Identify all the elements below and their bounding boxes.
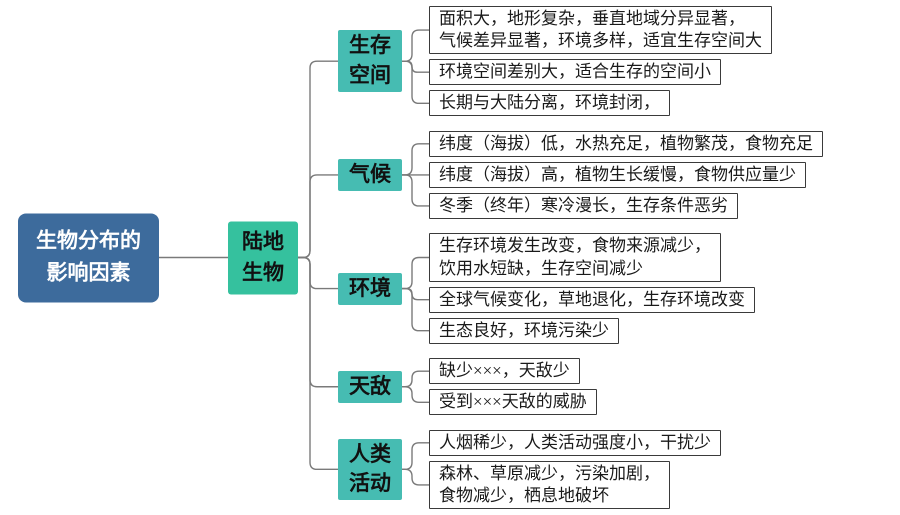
leaf-text-line: 缺少×××，天敌少 <box>439 361 570 381</box>
root-node-label-line: 生物分布的 <box>36 228 141 252</box>
branch-group-5: 人类活动人烟稀少，人类活动强度小，干扰少森林、草原减少，污染加剧，食物减少，栖息… <box>338 429 823 509</box>
branch-group-3: 环境 生存环境发生改变，食物来源减少，饮用水短缺，生存空间减少全球气候变化，草地退… <box>338 233 823 344</box>
branch-node-label-line: 活动 <box>349 471 391 496</box>
leaf-text-line: 纬度（海拔）高，植物生长缓慢，食物供应量少 <box>439 164 796 184</box>
branch-node-label-line: 生存 <box>349 33 391 58</box>
leaf-node: 生态良好，环境污染少 <box>429 317 619 344</box>
leaf-list: 缺少×××，天敌少受到×××天敌的威胁 <box>429 358 597 416</box>
branches-column: 生存空间 面积大，地形复杂，垂直地域分异显著， 气候差异显著，环境多样，适宜生存空间… <box>338 6 823 509</box>
leaf-text-line: 纬度（海拔）低，水热充足，植物繁茂，食物充足 <box>439 133 813 153</box>
branch-node-label-line: 天敌 <box>349 373 391 398</box>
center-node-label-line: 陆地 <box>242 229 284 253</box>
leaf-text-line: 森林、草原减少，污染加剧， <box>439 463 660 483</box>
leaf-text-line: 生态良好，环境污染少 <box>439 320 609 340</box>
center-node-label-line: 生物 <box>242 260 284 285</box>
leaf-text-line: 人烟稀少，人类活动强度小，干扰少 <box>439 432 711 452</box>
leaf-node: 人烟稀少，人类活动强度小，干扰少 <box>429 429 721 456</box>
leaf-text-line: 环境空间差别大，适合生存的空间小 <box>439 62 711 82</box>
leaf-node: 环境空间差别大，适合生存的空间小 <box>429 59 721 86</box>
branch-node-label-line: 人类 <box>349 441 391 466</box>
branch-node-5: 人类活动 <box>338 438 402 501</box>
leaf-node: 受到×××天敌的威胁 <box>429 389 597 416</box>
leaf-node: 森林、草原减少，污染加剧，食物减少，栖息地破坏 <box>429 460 670 509</box>
leaf-text-line: 面积大，地形复杂，垂直地域分异显著， <box>439 9 745 28</box>
branch-group-1: 生存空间 面积大，地形复杂，垂直地域分异显著， 气候差异显著，环境多样，适宜生存空间… <box>338 6 823 117</box>
leaf-text-line: 生存环境发生改变，食物来源减少， <box>439 236 711 256</box>
leaf-node: 长期与大陆分离，环境封闭， <box>429 90 670 117</box>
leaf-node: 缺少×××，天敌少 <box>429 358 580 385</box>
branch-group-2: 气候 纬度（海拔）低，水热充足，植物繁茂，食物充足纬度（海拔）高，植物生长缓慢，食… <box>338 130 823 220</box>
leaf-text-line: 冬季（终年）寒冷漫长，生存条件恶劣 <box>439 195 728 215</box>
root-node-label-line: 影响因素 <box>46 261 131 285</box>
branch-node-3: 环境 <box>338 272 402 305</box>
leaf-text-line: 长期与大陆分离，环境封闭， <box>439 93 660 113</box>
leaf-text-line: 饮用水短缺，生存空间减少 <box>439 258 643 278</box>
leaf-text-line: 食物减少，栖息地破坏 <box>439 485 609 505</box>
root-node: 生物分布的 影响因素 <box>18 212 159 303</box>
leaf-node: 纬度（海拔）高，植物生长缓慢，食物供应量少 <box>429 161 806 188</box>
leaf-list: 生存环境发生改变，食物来源减少，饮用水短缺，生存空间减少全球气候变化，草地退化，… <box>429 233 755 344</box>
branch-node-label-line: 气候 <box>349 161 391 186</box>
leaf-text-line: 全球气候变化，草地退化，生存环境改变 <box>439 289 745 309</box>
branch-node-2: 气候 <box>338 158 402 191</box>
leaf-text-line: 受到×××天敌的威胁 <box>439 392 587 412</box>
center-node: 陆地 生物 <box>228 221 298 294</box>
branch-node-label-line: 空间 <box>349 63 391 88</box>
leaf-list: 面积大，地形复杂，垂直地域分异显著， 气候差异显著，环境多样，适宜生存空间大环境空… <box>429 6 772 117</box>
branch-node-1: 生存空间 <box>338 30 402 92</box>
leaf-node: 全球气候变化，草地退化，生存环境改变 <box>429 286 755 313</box>
leaf-list: 人烟稀少，人类活动强度小，干扰少森林、草原减少，污染加剧，食物减少，栖息地破坏 <box>429 429 721 509</box>
branch-node-label-line: 环境 <box>349 275 391 300</box>
leaf-text-line: 气候差异显著，环境多样，适宜生存空间大 <box>439 31 762 51</box>
branch-node-4: 天敌 <box>338 370 402 403</box>
leaf-node: 面积大，地形复杂，垂直地域分异显著， 气候差异显著，环境多样，适宜生存空间大 <box>429 6 772 55</box>
leaf-list: 纬度（海拔）低，水热充足，植物繁茂，食物充足纬度（海拔）高，植物生长缓慢，食物供… <box>429 130 823 220</box>
branch-group-4: 天敌 缺少×××，天敌少受到×××天敌的威胁 <box>338 358 823 416</box>
leaf-node: 冬季（终年）寒冷漫长，生存条件恶劣 <box>429 192 738 220</box>
leaf-node: 生存环境发生改变，食物来源减少，饮用水短缺，生存空间减少 <box>429 233 721 282</box>
leaf-node: 纬度（海拔）低，水热充足，植物繁茂，食物充足 <box>429 130 823 157</box>
